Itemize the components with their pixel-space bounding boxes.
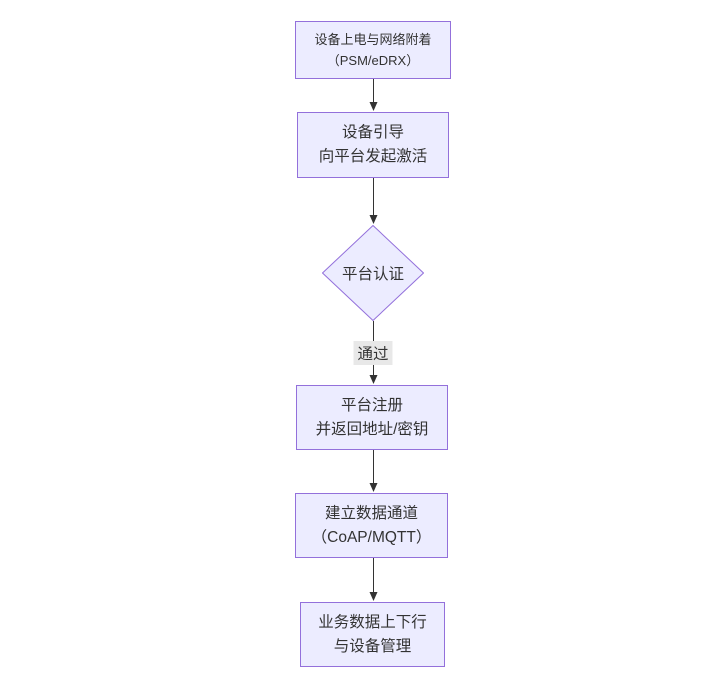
node-business-data: 业务数据上下行 与设备管理 xyxy=(300,602,445,667)
node-label-line: 业务数据上下行 xyxy=(318,613,427,631)
node-label-line: 并返回地址/密钥 xyxy=(315,420,429,438)
node-label-line: 平台注册 xyxy=(340,396,403,414)
diamond-shape xyxy=(322,225,424,321)
node-label-line: （CoAP/MQTT） xyxy=(311,528,432,546)
node-platform-auth-decision: 平台认证 xyxy=(322,225,424,321)
node-device-bootstrap: 设备引导 向平台发起激活 xyxy=(297,112,449,178)
node-label-line: 设备引导 xyxy=(341,124,404,141)
node-label-line: 设备上电与网络附着 xyxy=(314,32,432,47)
node-label-line: （PSM/eDRX） xyxy=(326,53,420,68)
node-platform-register: 平台注册 并返回地址/密钥 xyxy=(296,385,448,450)
node-label-line: 与设备管理 xyxy=(333,637,412,655)
edge-label-pass: 通过 xyxy=(353,341,393,365)
node-label-line: 建立数据通道 xyxy=(324,504,418,522)
node-label-line: 向平台发起激活 xyxy=(318,148,428,165)
node-label-line: 平台认证 xyxy=(341,266,404,283)
node-data-channel: 建立数据通道 （CoAP/MQTT） xyxy=(295,493,448,558)
node-device-power-attach: 设备上电与网络附着 （PSM/eDRX） xyxy=(295,21,451,79)
